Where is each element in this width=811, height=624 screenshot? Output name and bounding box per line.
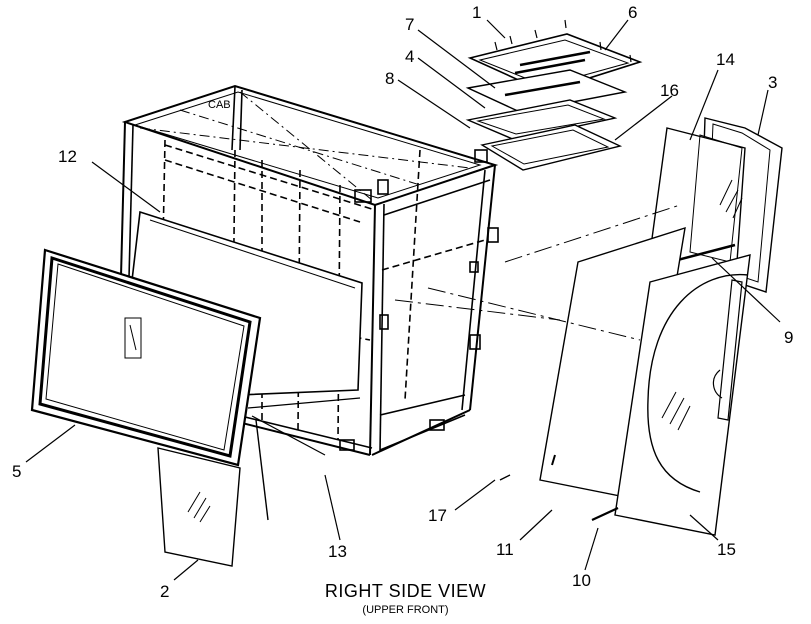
callout-11: 11: [496, 540, 514, 559]
callout-16: 16: [660, 81, 679, 100]
door-seal-part-5: [30, 248, 262, 467]
callout-15: 15: [717, 540, 736, 559]
callout-7: 7: [405, 15, 414, 34]
callout-14: 14: [716, 50, 735, 69]
screws-part-1: [494, 19, 632, 63]
door-rod: [255, 419, 269, 521]
callout-10: 10: [572, 571, 591, 590]
small-part-17: [499, 474, 511, 481]
callouts: 1 2 3 4 5 6 7 8 9 10 11 12 13 14 15 16 1…: [12, 3, 793, 601]
door-glass-part-15: [614, 254, 751, 536]
callout-17: 17: [428, 506, 447, 525]
assembly-lines: [394, 204, 681, 341]
leader-lines: [25, 19, 781, 581]
door-hardware: [247, 397, 361, 456]
callout-3: 3: [768, 73, 777, 92]
callout-2: 2: [160, 582, 169, 601]
callout-9: 9: [784, 328, 793, 347]
cab-label: CAB: [208, 99, 231, 111]
lower-glass-part-2: [157, 447, 241, 567]
hatch-panel-part-7: [465, 69, 628, 113]
callout-6: 6: [628, 3, 637, 22]
view-subtitle: (UPPER FRONT): [362, 604, 449, 616]
callout-5: 5: [12, 462, 21, 481]
hatch-gasket-part-16: [480, 124, 623, 171]
callout-4: 4: [405, 47, 414, 66]
callout-13: 13: [328, 542, 347, 561]
hatch-seal-part-4: [465, 99, 618, 141]
callout-12: 12: [58, 147, 77, 166]
view-title: RIGHT SIDE VIEW: [324, 581, 487, 601]
pin-part-10: [591, 507, 619, 521]
callout-1: 1: [472, 3, 481, 22]
callout-8: 8: [385, 69, 394, 88]
